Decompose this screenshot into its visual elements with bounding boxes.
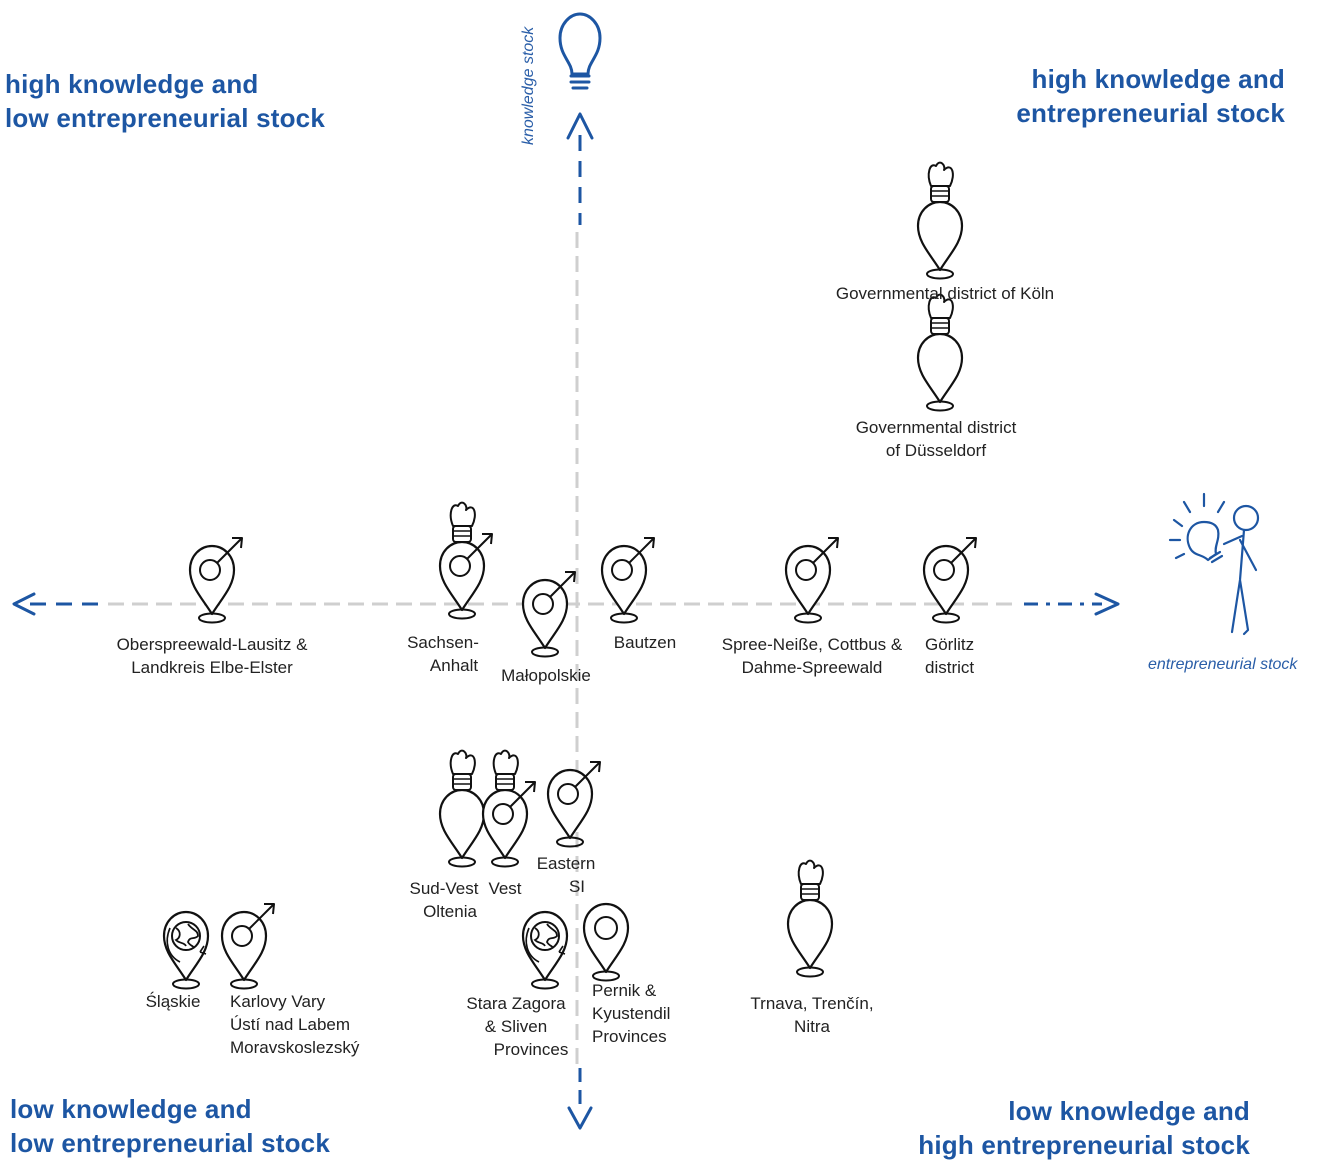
arrow-pin-icon <box>546 761 601 848</box>
region-label-line: Nitra <box>794 1017 830 1036</box>
region-label-line: Landkreis Elbe-Elster <box>131 658 293 677</box>
region-label-line: Governmental district of Köln <box>835 284 1055 303</box>
quadrant-title-bottom-right: low knowledge and high entrepreneurial s… <box>918 1094 1250 1162</box>
region-label-vest: Vest <box>488 877 521 900</box>
region-label-line: Anhalt <box>429 656 479 675</box>
region-label-line: Małopolskie <box>501 666 591 685</box>
region-label-line: Stara Zagora <box>466 994 566 1013</box>
region-label-line: Moravskoslezský <box>230 1038 360 1057</box>
quadrant-line: low entrepreneurial stock <box>10 1128 330 1158</box>
region-label-line: Governmental district <box>855 418 1017 437</box>
region-label-karlovy-vary: Karlovy Vary Ústí nad Labem Moravskoslez… <box>230 990 359 1059</box>
region-label-line: SI <box>568 877 586 896</box>
plain-pin-icon <box>582 902 630 982</box>
region-label-line: district <box>925 658 975 677</box>
quadrant-line: low knowledge and <box>1008 1096 1250 1126</box>
region-label-line: Kyustendil <box>592 1004 671 1023</box>
region-label-oberspreewald: Oberspreewald-Lausitz & Landkreis Elbe-E… <box>117 633 308 679</box>
region-label-line: Pernik & <box>592 981 657 1000</box>
bulb-pin-icon <box>786 859 834 978</box>
bulb-pin-icon <box>916 293 964 412</box>
quadrant-line: entrepreneurial stock <box>1016 98 1285 128</box>
region-label-eastern-si: Eastern SI <box>537 852 596 898</box>
bulb-arrow-pin-icon <box>481 749 536 868</box>
region-label-line: Śląskie <box>145 992 201 1011</box>
region-label-line: Eastern <box>536 854 596 873</box>
region-label-line: Vest <box>488 879 522 898</box>
region-label-line: Sachsen- <box>407 633 479 652</box>
y-axis-label: knowledge stock <box>520 26 537 145</box>
region-label-sachsen-anhalt: Sachsen- Anhalt <box>407 631 479 677</box>
region-label-line: Karlovy Vary <box>230 992 326 1011</box>
arrow-pin-icon <box>220 903 275 990</box>
region-label-line: Dahme-Spreewald <box>741 658 883 677</box>
arrow-pin-icon <box>188 537 243 624</box>
region-label-sud-vest-oltenia: Sud-Vest Oltenia <box>410 877 479 923</box>
region-label-line: Bautzen <box>613 633 677 652</box>
x-axis-label: entrepreneurial stock <box>1148 656 1298 673</box>
region-label-line: Provinces <box>592 1027 667 1046</box>
region-label-pernik: Pernik & Kyustendil Provinces <box>592 979 670 1048</box>
region-label-line: & Sliven <box>484 1017 548 1036</box>
quadrant-line: low knowledge and <box>10 1094 252 1124</box>
arrow-pin-icon <box>922 537 977 624</box>
arrow-pin-icon <box>784 537 839 624</box>
region-label-stara-zagora: Stara Zagora & Sliven Provinces <box>464 992 569 1061</box>
knowledge-bulb-icon <box>558 12 602 90</box>
region-label-line: Oberspreewald-Lausitz & <box>116 635 308 654</box>
region-label-malopolskie: Małopolskie <box>501 664 591 687</box>
arrow-pin-icon <box>521 571 576 658</box>
region-label-line: Ústí nad Labem <box>230 1015 351 1034</box>
region-label-line: Sud-Vest <box>409 879 479 898</box>
quadrant-title-top-right: high knowledge and entrepreneurial stock <box>1016 62 1285 130</box>
quadrant-line: high entrepreneurial stock <box>918 1130 1250 1160</box>
bulb-arrow-pin-icon <box>438 501 493 620</box>
quadrant-line: low entrepreneurial stock <box>5 103 325 133</box>
quadrant-line: high knowledge and <box>1031 64 1285 94</box>
region-label-line: Spree-Neiße, Cottbus & <box>721 635 903 654</box>
region-label-trnava: Trnava, Trenčín, Nitra <box>750 992 873 1038</box>
region-label-line: Oltenia <box>423 902 477 921</box>
region-label-spree-neisse: Spree-Neiße, Cottbus & Dahme-Spreewald <box>722 633 902 679</box>
region-label-bautzen: Bautzen <box>614 631 676 654</box>
quadrant-title-bottom-left: low knowledge and low entrepreneurial st… <box>10 1092 330 1160</box>
quadrant-line: high knowledge and <box>5 69 259 99</box>
quadrant-title-top-left: high knowledge and low entrepreneurial s… <box>5 67 325 135</box>
region-label-line: Trnava, Trenčín, <box>750 994 874 1013</box>
region-label-line: Görlitz <box>925 635 975 654</box>
globe-pin-icon <box>162 910 210 990</box>
bulb-pin-icon <box>438 749 486 868</box>
region-label-dusseldorf: Governmental district of Düsseldorf <box>856 416 1017 462</box>
region-label-gorlitz: Görlitz district <box>925 633 974 679</box>
entrepreneur-figure-icon <box>1168 492 1260 636</box>
arrow-pin-icon <box>600 537 655 624</box>
region-label-line: Provinces <box>493 1040 569 1059</box>
globe-pin-icon <box>521 910 569 990</box>
bulb-pin-icon <box>916 161 964 280</box>
region-label-line: of Düsseldorf <box>885 441 987 460</box>
region-label-slaskie: Śląskie <box>146 990 201 1013</box>
region-label-koln: Governmental district of Köln <box>836 282 1054 305</box>
vertical-axis <box>566 112 594 1130</box>
